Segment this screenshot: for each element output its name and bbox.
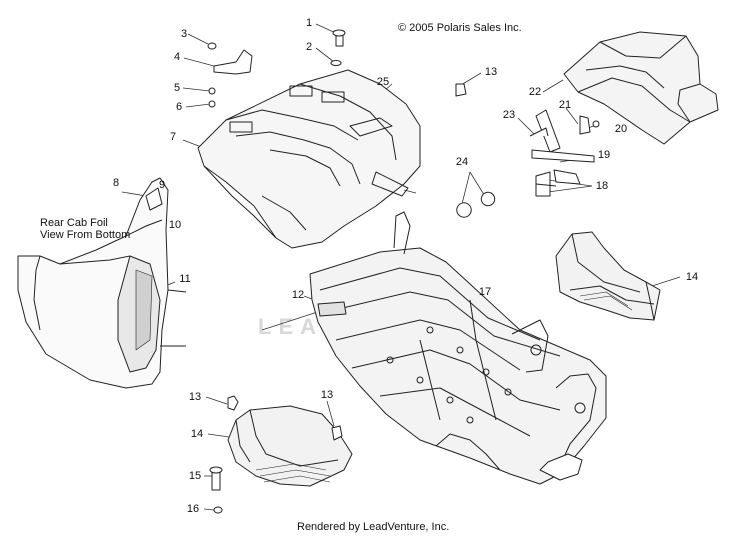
callout-18: 18: [595, 180, 609, 192]
footer-credit: Rendered by LeadVenture, Inc.: [297, 521, 450, 533]
callout-24: 24: [455, 156, 469, 168]
callout-13-top: 13: [484, 66, 498, 78]
callout-22: 22: [528, 86, 542, 98]
callout-19: 19: [597, 149, 611, 161]
callout-11: 11: [179, 273, 191, 285]
callout-13-center: 13: [320, 389, 334, 401]
callout-23: 23: [502, 109, 516, 121]
callout-21: 21: [558, 99, 572, 111]
footwell-right: [555, 231, 661, 321]
callout-12: 12: [291, 289, 305, 301]
callout-9: 9: [158, 179, 166, 191]
rear-cab: [197, 69, 421, 249]
callout-16: 16: [186, 503, 200, 515]
copyright-notice: © 2005 Polaris Sales Inc.: [398, 22, 522, 34]
callout-14-right: 14: [685, 271, 699, 283]
callout-20: 20: [614, 123, 628, 135]
foil-inset: [17, 177, 187, 389]
callout-2: 2: [305, 41, 313, 53]
callout-6: 6: [175, 101, 183, 113]
hardware-bottom: [209, 395, 343, 514]
callout-4: 4: [173, 51, 181, 63]
label-plate: [317, 301, 347, 317]
inset-caption-line2: View From Bottom: [40, 229, 131, 241]
callout-7: 7: [169, 131, 177, 143]
callout-15: 15: [188, 470, 202, 482]
callout-10: 10: [168, 219, 182, 231]
callout-25: 25: [376, 76, 390, 88]
callout-5: 5: [173, 82, 181, 94]
hardware-top: [207, 29, 496, 218]
callout-13-left: 13: [188, 391, 202, 403]
callout-17: 17: [478, 286, 492, 298]
frame: [309, 211, 607, 485]
seat: [563, 31, 719, 145]
callout-8: 8: [112, 177, 120, 189]
seat-hardware: [529, 109, 600, 197]
footwell-left: [227, 405, 353, 487]
callout-3: 3: [180, 28, 188, 40]
callout-1: 1: [305, 17, 313, 29]
callout-14-left: 14: [190, 428, 204, 440]
inset-caption-line1: Rear Cab Foil: [40, 217, 108, 229]
